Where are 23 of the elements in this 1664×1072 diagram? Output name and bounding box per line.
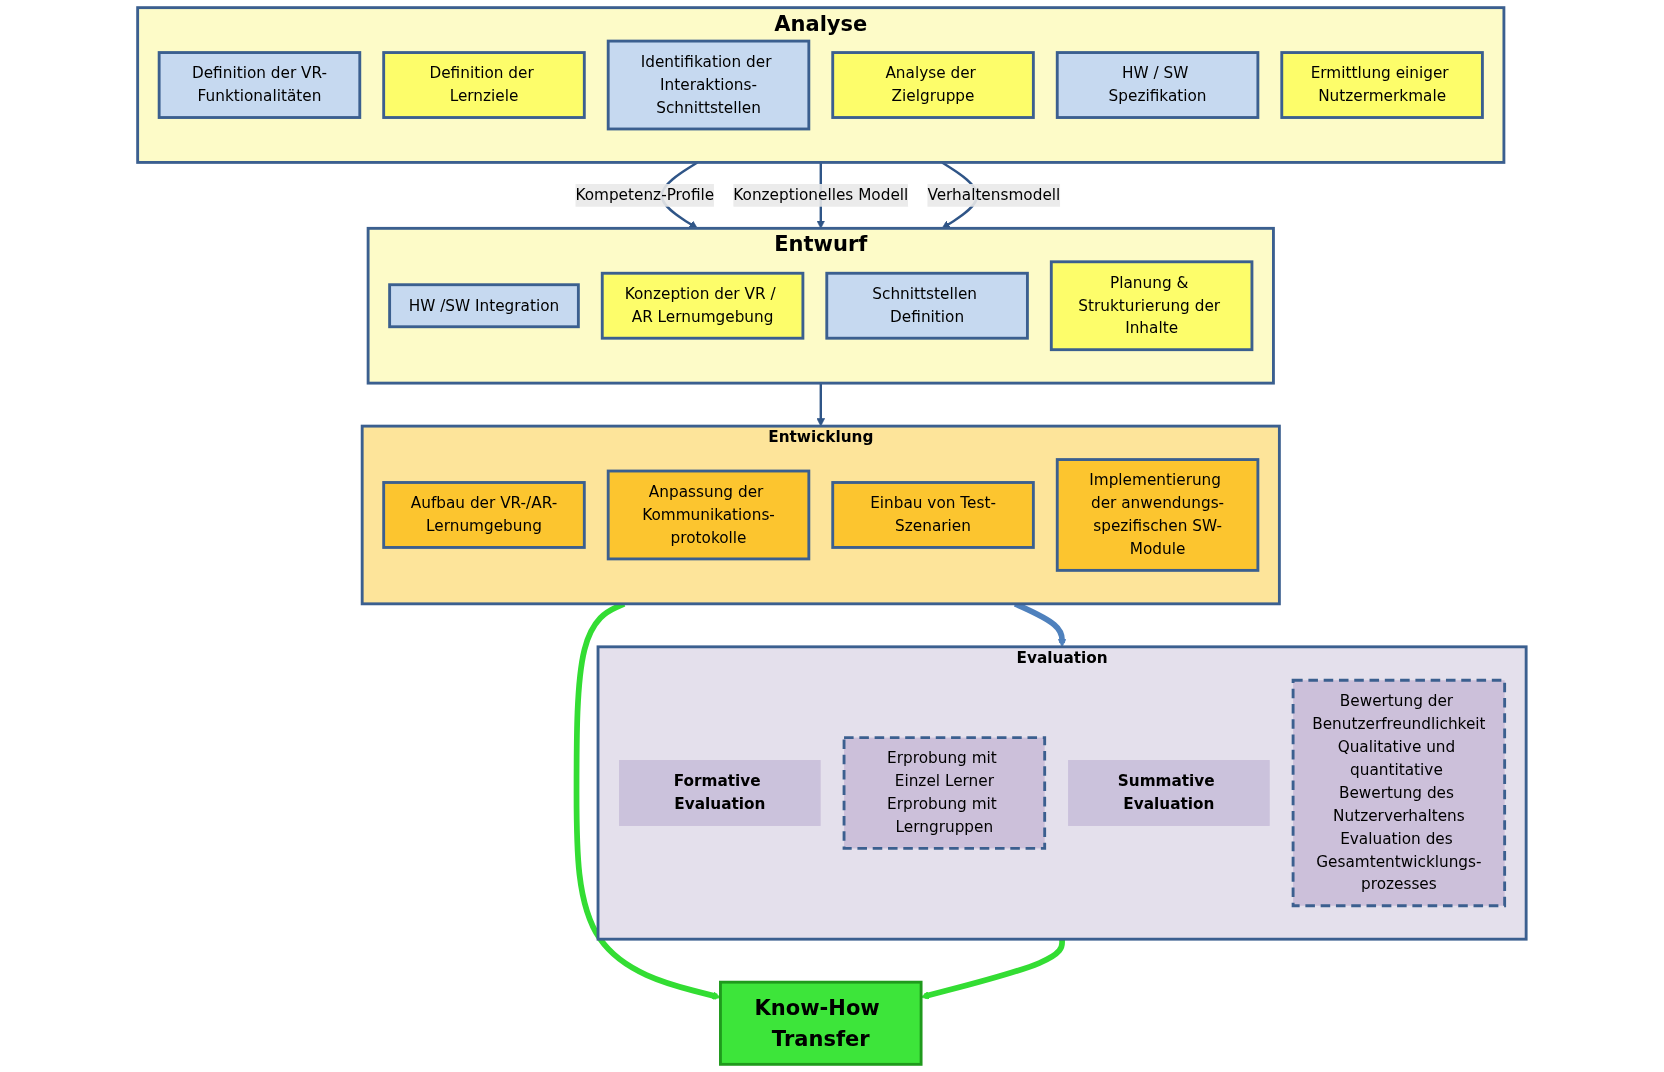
node-box: Schnittstellen Definition (825, 271, 1029, 340)
node-box: Analyse der Zielgruppe (831, 51, 1035, 119)
node-box: Bewertung der Benutzerfreundlichkeit Qualitative und quantitative Bewertung des Nutzerverhaltens Evaluation des Gesamtentwicklungs-prozesses (1291, 678, 1507, 908)
node-box: Aufbau der VR-/AR-Lernumgebung (382, 481, 586, 549)
node-box: Definition der Lernziele (382, 51, 586, 119)
node-box: HW / SW Spezifikation (1055, 51, 1260, 119)
edge-label: Verhaltensmodell (927, 185, 1061, 204)
node-box: Planung & Strukturierung der Inhalte (1049, 260, 1254, 352)
node-box: Identifikation der Interaktions-Schnittstellen (606, 39, 811, 131)
arrow (816, 383, 826, 427)
node-box: Know-How Transfer (719, 980, 923, 1066)
node-box: Einbau von Test-Szenarien (831, 481, 1035, 549)
edge-label: Kompetenz-Profile (575, 185, 715, 204)
node-box: Implementierung der anwendungs-spezifischen SW-Module (1055, 458, 1260, 572)
node-box: Anpassung der Kommunikations-protokolle (606, 469, 811, 561)
node-box: Formative Evaluation (619, 760, 821, 826)
edge-label: Konzeptionelles Modell (733, 185, 909, 204)
node-box: Ermittlung einiger Nutzermerkmale (1280, 51, 1484, 119)
node-box: Definition der VR-Funktionalitäten (157, 51, 362, 119)
node-box: Konzeption der VR / AR Lernumgebung (600, 271, 805, 340)
node-box: Erprobung mit Einzel Lerner Erprobung mit Lerngruppen (842, 736, 1047, 850)
node-box: HW /SW Integration (388, 283, 580, 329)
node-box: Summative Evaluation (1068, 760, 1270, 826)
